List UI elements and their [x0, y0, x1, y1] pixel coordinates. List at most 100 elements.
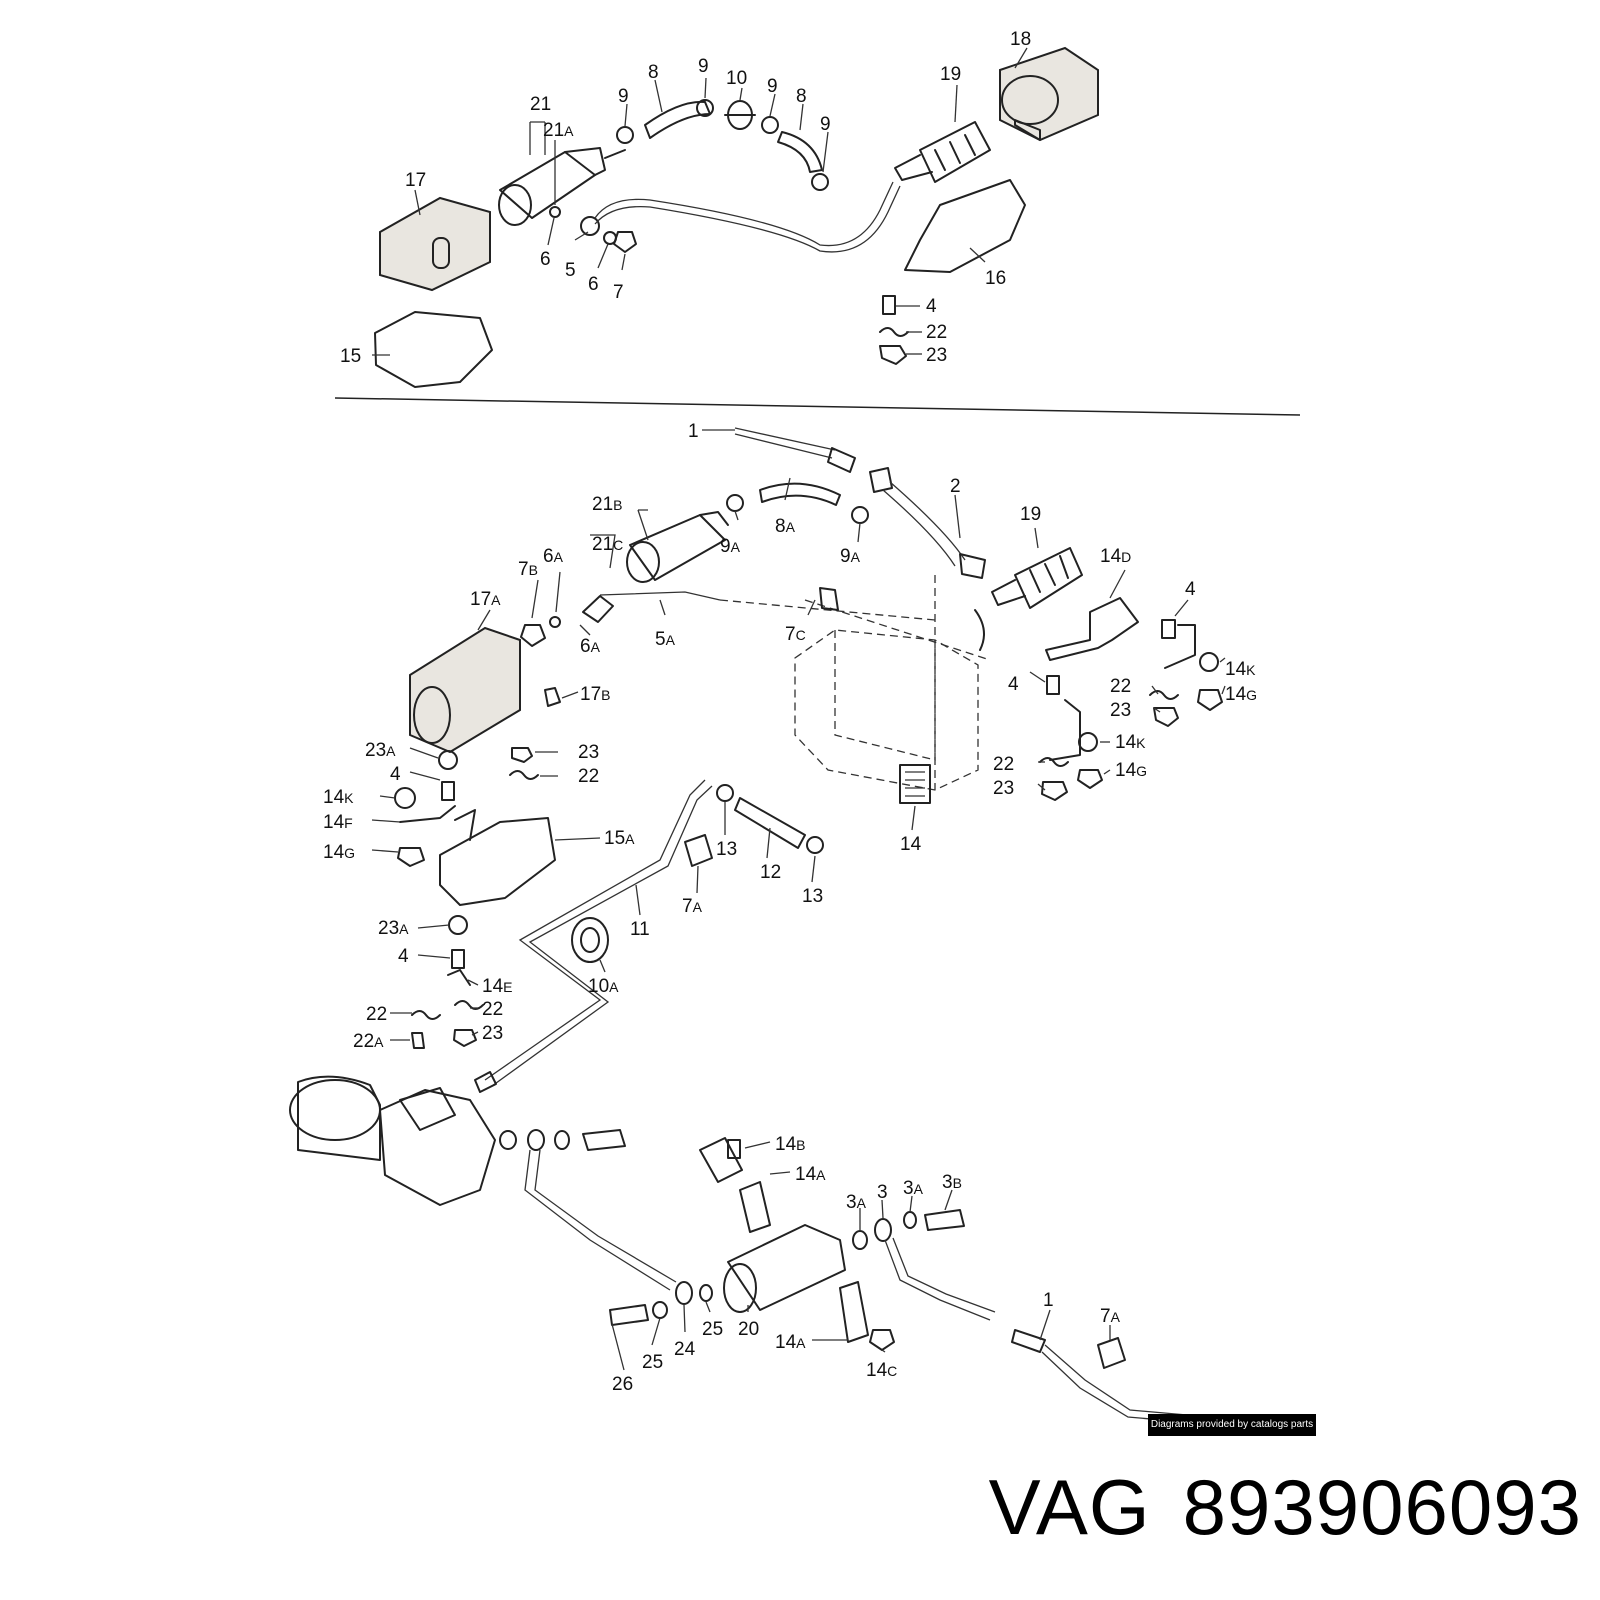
callout: 22 [578, 766, 599, 787]
callout: 7 [613, 282, 624, 303]
check-valve-10 [724, 100, 756, 130]
callout: 3A [903, 1178, 924, 1199]
callout: 15A [604, 828, 635, 849]
diagram-credit-label: Diagrams provided by catalogs parts [1148, 1414, 1316, 1436]
callout: 21C [592, 534, 623, 555]
fuel-line-1-top [734, 427, 836, 451]
callout: 4 [1185, 579, 1196, 600]
fuel-line-11 [484, 779, 706, 1081]
callout: 7C [785, 624, 806, 645]
callout: 14K [1115, 732, 1146, 753]
callout: 22 [366, 1004, 387, 1025]
callout: 6A [543, 546, 564, 567]
callout: 7B [518, 559, 538, 580]
callout: 10 [726, 68, 747, 89]
callout: 18 [1010, 29, 1031, 50]
leader-lines [371, 47, 1226, 1371]
callout: 5 [565, 260, 576, 281]
callout: 13 [716, 839, 737, 860]
hose-8-upper-left [644, 100, 711, 139]
callout: 14G [1225, 684, 1257, 705]
callout: 17 [405, 170, 426, 191]
fuel-line-1-bottom [1044, 1344, 1301, 1426]
callout: 23 [926, 345, 947, 366]
fuel-filter-19-lower [991, 547, 1083, 609]
callout: 14G [1115, 760, 1147, 781]
callout: 20 [738, 1319, 759, 1340]
callout: 14A [775, 1332, 806, 1353]
callout: 14G [323, 842, 355, 863]
fuel-pump-21b [626, 511, 729, 583]
upper-fuel-line [594, 181, 894, 247]
callout: 3B [942, 1172, 962, 1193]
callout: 23 [482, 1023, 503, 1044]
part-number-footer: VAG 893906093 [989, 1452, 1582, 1562]
hose-12 [734, 797, 806, 849]
bracket-15 [374, 311, 493, 388]
brand-name: VAG [988, 1462, 1151, 1551]
section-divider [334, 397, 1301, 416]
pump-cover-18 [999, 46, 1099, 142]
callout: 10A [588, 976, 619, 997]
callout-labels: 18 19 8 9 10 9 8 9 9 21 21A 17 6 5 6 7 1… [323, 29, 1257, 1395]
callout: 8A [775, 516, 796, 537]
pump-cover-17 [379, 196, 491, 292]
callout: 19 [1020, 504, 1041, 525]
bracket-16 [904, 179, 1026, 273]
callout: 9 [820, 114, 831, 135]
hose-8-upper-right [777, 131, 823, 173]
callout: 22 [926, 322, 947, 343]
callout: 9 [767, 76, 778, 97]
pump-cover-17a [409, 626, 521, 754]
fuel-accumulator-20 [723, 1224, 846, 1313]
injection-housing [289, 1075, 496, 1206]
callout: 13 [802, 886, 823, 907]
callout: 14D [1100, 546, 1131, 567]
callout: 6 [540, 249, 551, 270]
callout: 26 [612, 1374, 633, 1395]
part-number: 893906093 [1182, 1462, 1582, 1551]
callout: 12 [760, 862, 781, 883]
callout: 23 [993, 778, 1014, 799]
callout: 9A [720, 536, 741, 557]
callout: 23A [378, 918, 409, 939]
callout: 4 [398, 946, 409, 967]
callout: 3 [877, 1182, 888, 1203]
callout: 9 [698, 56, 709, 77]
callout: 14C [866, 1360, 897, 1381]
bracket-14d [1045, 597, 1139, 661]
callout: 7A [682, 896, 703, 917]
callout: 22A [353, 1031, 384, 1052]
callout: 25 [642, 1352, 663, 1373]
callout: 5A [655, 629, 676, 650]
callout: 4 [926, 296, 937, 317]
callout: 21A [543, 120, 574, 141]
callout: 14B [775, 1134, 805, 1155]
callout: 23A [365, 740, 396, 761]
fuel-hose-24 [524, 1149, 671, 1291]
callout: 23 [578, 742, 599, 763]
callout: 11 [630, 919, 650, 940]
callout: 17B [580, 684, 610, 705]
callout: 21 [530, 94, 551, 115]
callout: 8 [648, 62, 659, 83]
callout: 6A [580, 636, 601, 657]
callout: 1 [688, 421, 699, 442]
callout: 14F [323, 812, 353, 833]
callout: 21B [592, 494, 622, 515]
callout: 1 [1043, 1290, 1054, 1311]
callout: 2 [950, 476, 961, 497]
callout: 14A [795, 1164, 826, 1185]
callout: 15 [340, 346, 361, 367]
lower-assembly [289, 427, 1301, 1433]
callout: 14E [482, 976, 512, 997]
callout: 9 [618, 86, 629, 107]
callout: 3A [846, 1192, 867, 1213]
callout: 19 [940, 64, 961, 85]
braided-hose-3 [884, 1239, 991, 1321]
callout: 4 [390, 764, 401, 785]
callout: 9A [840, 546, 861, 567]
callout: 7A [1100, 1306, 1121, 1327]
fuel-tank-outline [794, 629, 979, 791]
